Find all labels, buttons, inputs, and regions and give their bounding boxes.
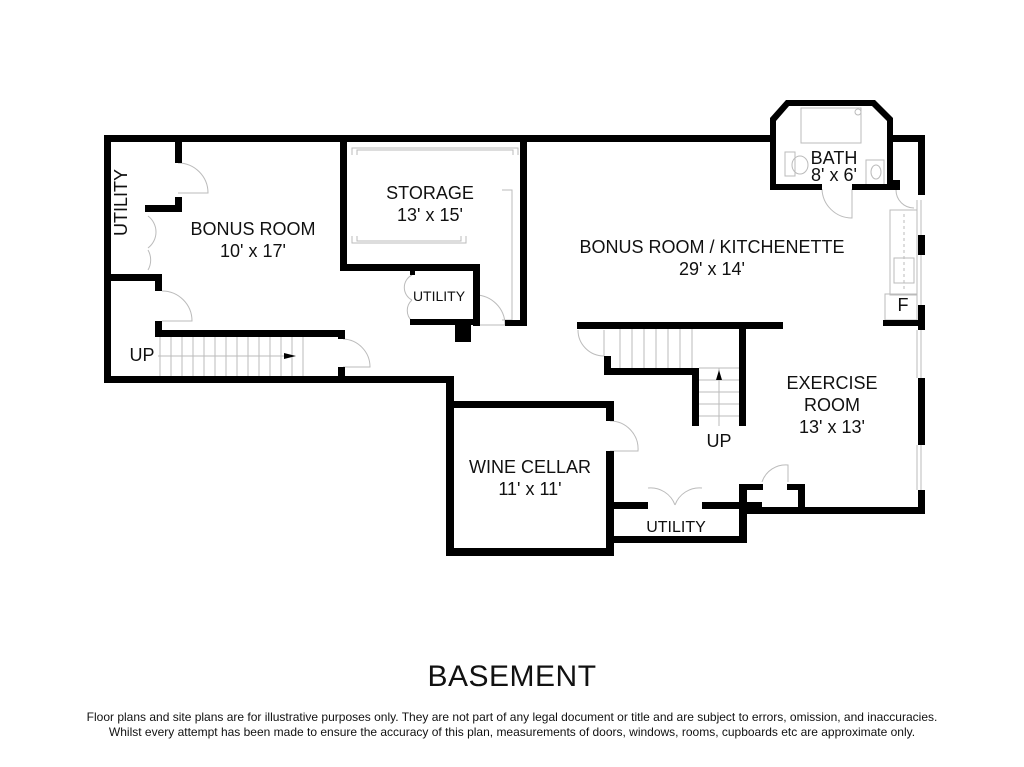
walls bbox=[104, 100, 925, 556]
room-name-2: ROOM bbox=[804, 395, 860, 415]
room-name: BONUS ROOM bbox=[190, 219, 316, 239]
stair-left bbox=[158, 337, 304, 376]
room-size: 10' x 17' bbox=[220, 241, 286, 261]
room-label-kitchenette: BONUS ROOM / KITCHENETTE 29' x 14' bbox=[579, 236, 844, 280]
room-size: 13' x 13' bbox=[799, 417, 865, 437]
room-name: BONUS ROOM / KITCHENETTE bbox=[579, 237, 845, 257]
disclaimer-line-1: Floor plans and site plans are for illus… bbox=[86, 710, 938, 724]
room-label-utility-storage: UTILITY bbox=[412, 288, 466, 304]
room-label-utility-bottom: UTILITY bbox=[646, 519, 706, 536]
room-size: 8' x 6' bbox=[811, 165, 857, 185]
room-label-utility-left: UTILITY bbox=[111, 168, 132, 237]
fixtures bbox=[147, 107, 922, 506]
disclaimer-line-2: Whilst every attempt has been made to en… bbox=[108, 725, 916, 739]
stair-arrows bbox=[284, 353, 722, 380]
room-name: STORAGE bbox=[386, 183, 474, 203]
room-label-wine-cellar: WINE CELLAR 11' x 11' bbox=[469, 456, 591, 500]
stair-label-center: UP bbox=[706, 431, 732, 451]
room-size: 13' x 15' bbox=[397, 205, 463, 225]
fridge-label: F bbox=[897, 295, 909, 315]
room-name: BATH bbox=[810, 148, 858, 168]
disclaimer: Floor plans and site plans are for illus… bbox=[0, 710, 1024, 740]
room-label-bath: BATH 8' x 6' bbox=[810, 148, 858, 185]
room-size: 29' x 14' bbox=[679, 259, 745, 279]
room-size: 11' x 11' bbox=[498, 479, 562, 499]
room-label-exercise: EXERCISE ROOM 13' x 13' bbox=[786, 372, 877, 438]
room-label-bonus-room: BONUS ROOM 10' x 17' bbox=[190, 218, 315, 262]
plan-title: BASEMENT bbox=[427, 660, 597, 693]
room-label-storage: STORAGE 13' x 15' bbox=[386, 182, 474, 226]
room-name: EXERCISE bbox=[786, 373, 878, 393]
room-name: WINE CELLAR bbox=[468, 457, 592, 477]
stair-label-left: UP bbox=[129, 345, 155, 365]
stair-center bbox=[619, 328, 739, 426]
